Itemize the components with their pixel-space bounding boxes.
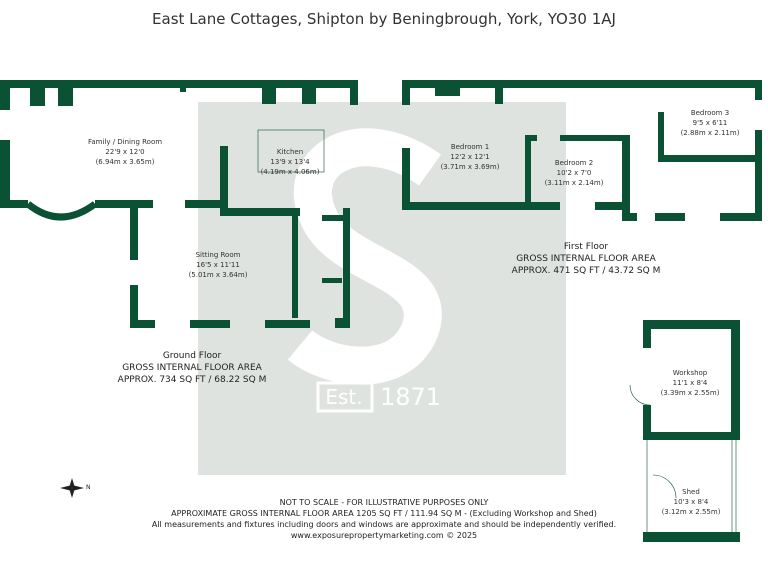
room-bedroom-1: Bedroom 1 12'2 x 12'1 (3.71m x 3.69m) — [420, 142, 520, 172]
floor-name: First Floor — [563, 242, 609, 252]
room-imperial: 11'1 x 8'4 — [672, 379, 708, 387]
floor-area-label: GROSS INTERNAL FLOOR AREA — [516, 254, 656, 264]
footer-line: APPROXIMATE GROSS INTERNAL FLOOR AREA 12… — [171, 509, 597, 518]
kitchen-island — [257, 129, 325, 173]
room-bedroom-2: Bedroom 2 10'2 x 7'0 (3.11m x 2.14m) — [524, 158, 624, 188]
room-imperial: 12'2 x 12'1 — [450, 153, 490, 161]
room-shed: Shed 10'3 x 8'4 (3.12m x 2.55m) — [641, 487, 741, 517]
footer-line: All measurements and fixtures including … — [151, 520, 617, 529]
floor-area-label: GROSS INTERNAL FLOOR AREA — [122, 363, 262, 373]
room-metric: (3.11m x 2.14m) — [544, 179, 604, 187]
room-name: Shed — [682, 488, 700, 496]
room-kitchen: Kitchen 13'9 x 13'4 (4.19m x 4.06m) — [240, 147, 340, 177]
room-metric: (3.12m x 2.55m) — [661, 508, 721, 516]
room-name: Bedroom 3 — [690, 109, 730, 117]
outbuilding-lines — [629, 384, 737, 532]
room-sitting: Sitting Room 16'5 x 11'11 (5.01m x 3.64m) — [168, 250, 268, 280]
room-imperial: 22'9 x 12'0 — [105, 148, 145, 156]
footer-line: www.exposurepropertymarketing.com © 2025 — [290, 531, 478, 540]
room-metric: (5.01m x 3.64m) — [188, 271, 248, 279]
floor-name: Ground Floor — [162, 351, 222, 361]
outbuilding-walls — [643, 320, 740, 542]
bay-window — [25, 201, 98, 221]
room-name: Kitchen — [276, 148, 304, 156]
room-metric: (6.94m x 3.65m) — [95, 158, 155, 166]
room-metric: (2.88m x 2.11m) — [680, 129, 740, 137]
room-imperial: 16'5 x 11'11 — [196, 261, 240, 269]
room-imperial: 10'2 x 7'0 — [556, 169, 592, 177]
footer-line: NOT TO SCALE - FOR ILLUSTRATIVE PURPOSES… — [279, 498, 489, 507]
room-imperial: 13'9 x 13'4 — [270, 158, 310, 166]
room-workshop: Workshop 11'1 x 8'4 (3.39m x 2.55m) — [640, 368, 740, 398]
watermark — [198, 102, 566, 475]
room-name: Bedroom 2 — [554, 159, 594, 167]
room-name: Family / Dining Room — [87, 138, 163, 146]
room-name: Sitting Room — [195, 251, 241, 259]
watermark-year: 1871 — [380, 383, 442, 411]
room-imperial: 9'5 x 6'11 — [692, 119, 728, 127]
room-metric: (3.71m x 3.69m) — [440, 163, 500, 171]
compass-label: N — [86, 484, 91, 491]
compass-icon — [60, 478, 84, 498]
floor-area-value: APPROX. 734 SQ FT / 68.22 SQ M — [117, 375, 267, 385]
room-family-dining: Family / Dining Room 22'9 x 12'0 (6.94m x … — [65, 137, 185, 167]
ground-floor-walls — [0, 80, 358, 328]
room-metric: (4.19m x 4.06m) — [260, 168, 320, 176]
room-name: Workshop — [672, 369, 708, 377]
watermark-est: Est. — [325, 385, 363, 409]
footer-notes: NOT TO SCALE - FOR ILLUSTRATIVE PURPOSES… — [0, 497, 768, 541]
room-metric: (3.39m x 2.55m) — [660, 389, 720, 397]
first-floor-walls — [402, 80, 762, 221]
room-imperial: 10'3 x 8'4 — [673, 498, 709, 506]
room-name: Bedroom 1 — [450, 143, 490, 151]
room-bedroom-3: Bedroom 3 9'5 x 6'11 (2.88m x 2.11m) — [660, 108, 760, 138]
floor-area-value: APPROX. 471 SQ FT / 43.72 SQ M — [511, 266, 661, 276]
property-address: East Lane Cottages, Shipton by Beningbro… — [152, 10, 616, 28]
